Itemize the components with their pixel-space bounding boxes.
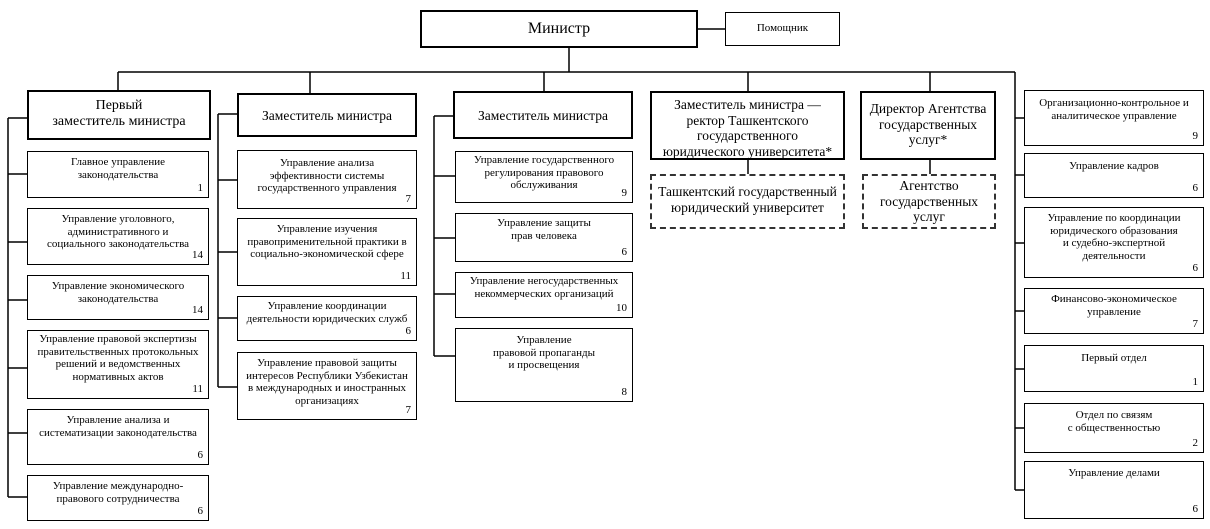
staff-count: 7 (405, 193, 412, 206)
department-label: Управление негосударственных некоммерчес… (469, 275, 619, 300)
staff-count: 6 (405, 325, 412, 338)
department-box: Управление правовой защиты интересов Рес… (237, 352, 417, 420)
staff-count: 11 (192, 383, 203, 396)
department-box: Управление кадров 6 (1024, 153, 1204, 198)
department-box: Управление анализа эффективности системы… (237, 150, 417, 209)
department-label: Организационно-контрольное и аналитическ… (1039, 97, 1189, 122)
deputy-rector-box: Заместитель министра — ректор Ташкентско… (650, 91, 845, 160)
department-box: Управление защиты прав человека 6 (455, 213, 633, 262)
department-box: Управление анализа и систематизации зако… (27, 409, 209, 465)
agency-box: Агентство государственных услуг (862, 174, 996, 229)
deputy-minister-box: Заместитель министра (453, 91, 633, 139)
department-label: Управление защиты прав человека (497, 217, 591, 242)
staff-count: 6 (197, 449, 204, 462)
department-box: Управление государственного регулировани… (455, 151, 633, 203)
department-box: Управление экономического законодательст… (27, 275, 209, 320)
department-label: Управление правовой защиты интересов Рес… (246, 357, 408, 407)
staff-count: 9 (1192, 130, 1199, 143)
department-box: Управление правовой экспертизы правитель… (27, 330, 209, 399)
department-label: Управление координации деятельности юрид… (246, 300, 408, 325)
department-label: Управление анализа и систематизации зако… (39, 414, 197, 439)
department-box: Управление делами 6 (1024, 461, 1204, 519)
department-label: Управление изучения правоприменительной … (247, 223, 407, 261)
department-label: Главное управление законодательства (70, 156, 166, 181)
staff-count: 9 (621, 187, 628, 200)
department-box: Финансово-экономическое управление 7 (1024, 288, 1204, 334)
department-label: Управление правовой экспертизы правитель… (37, 333, 199, 383)
department-box: Управление уголовного, административного… (27, 208, 209, 265)
department-label: Управление анализа эффективности системы… (257, 157, 397, 195)
department-box: Управление международно- правового сотру… (27, 475, 209, 521)
minister-label: Министр (527, 20, 591, 37)
staff-count: 8 (621, 386, 628, 399)
staff-count: 11 (400, 270, 411, 283)
department-label: Управление государственного регулировани… (473, 154, 615, 192)
staff-count: 6 (1192, 503, 1199, 516)
deputy-minister-label: Заместитель министра (478, 108, 608, 123)
deputy-rector-label: Заместитель министра — ректор Ташкентско… (662, 97, 833, 159)
department-box: Управление по координации юридического о… (1024, 207, 1204, 278)
agency-director-box: Директор Агентства государственных услуг… (860, 91, 996, 160)
minister-box: Министр (420, 10, 698, 48)
staff-count: 6 (1192, 262, 1199, 275)
department-label: Управление правовой пропаганды и просвещ… (492, 334, 596, 372)
staff-count: 2 (1192, 437, 1199, 450)
staff-count: 6 (1192, 182, 1199, 195)
staff-count: 14 (192, 249, 203, 262)
department-box: Первый отдел 1 (1024, 345, 1204, 392)
department-label: Управление уголовного, административного… (46, 213, 190, 251)
staff-count: 7 (405, 404, 412, 417)
agency-director-label: Директор Агентства государственных услуг… (869, 101, 987, 148)
department-box: Управление координации деятельности юрид… (237, 296, 417, 341)
staff-count: 6 (621, 246, 628, 259)
assistant-label: Помощник (756, 22, 809, 34)
deputy-minister-box: Заместитель министра (237, 93, 417, 137)
staff-count: 7 (1192, 318, 1199, 331)
agency-label: Агентство государственных услуг (879, 178, 979, 225)
department-box: Отдел по связям с общественностью 2 (1024, 403, 1204, 453)
staff-count: 10 (616, 302, 627, 315)
deputy-minister-label: Заместитель министра (262, 108, 392, 123)
university-box: Ташкентский государственный юридический … (650, 174, 845, 229)
staff-count: 6 (197, 505, 204, 518)
first-deputy-box: Первый заместитель министра (27, 90, 211, 140)
department-label: Первый отдел (1081, 352, 1147, 364)
staff-count: 1 (1192, 376, 1199, 389)
department-box: Главное управление законодательства 1 (27, 151, 209, 198)
staff-count: 1 (197, 182, 204, 195)
first-deputy-label: Первый заместитель министра (52, 98, 186, 130)
department-box: Управление изучения правоприменительной … (237, 218, 417, 286)
department-label: Управление экономического законодательст… (51, 280, 185, 305)
department-box: Управление негосударственных некоммерчес… (455, 272, 633, 318)
department-box: Организационно-контрольное и аналитическ… (1024, 90, 1204, 146)
department-label: Управление по координации юридического о… (1047, 212, 1181, 262)
department-label: Управление кадров (1069, 160, 1159, 172)
department-box: Управление правовой пропаганды и просвещ… (455, 328, 633, 402)
department-label: Финансово-экономическое управление (1051, 293, 1177, 318)
department-label: Отдел по связям с общественностью (1067, 409, 1161, 434)
assistant-box: Помощник (725, 12, 840, 46)
staff-count: 14 (192, 304, 203, 317)
department-label: Управление делами (1068, 467, 1160, 479)
department-label: Управление международно- правового сотру… (52, 480, 184, 505)
university-label: Ташкентский государственный юридический … (658, 184, 837, 215)
